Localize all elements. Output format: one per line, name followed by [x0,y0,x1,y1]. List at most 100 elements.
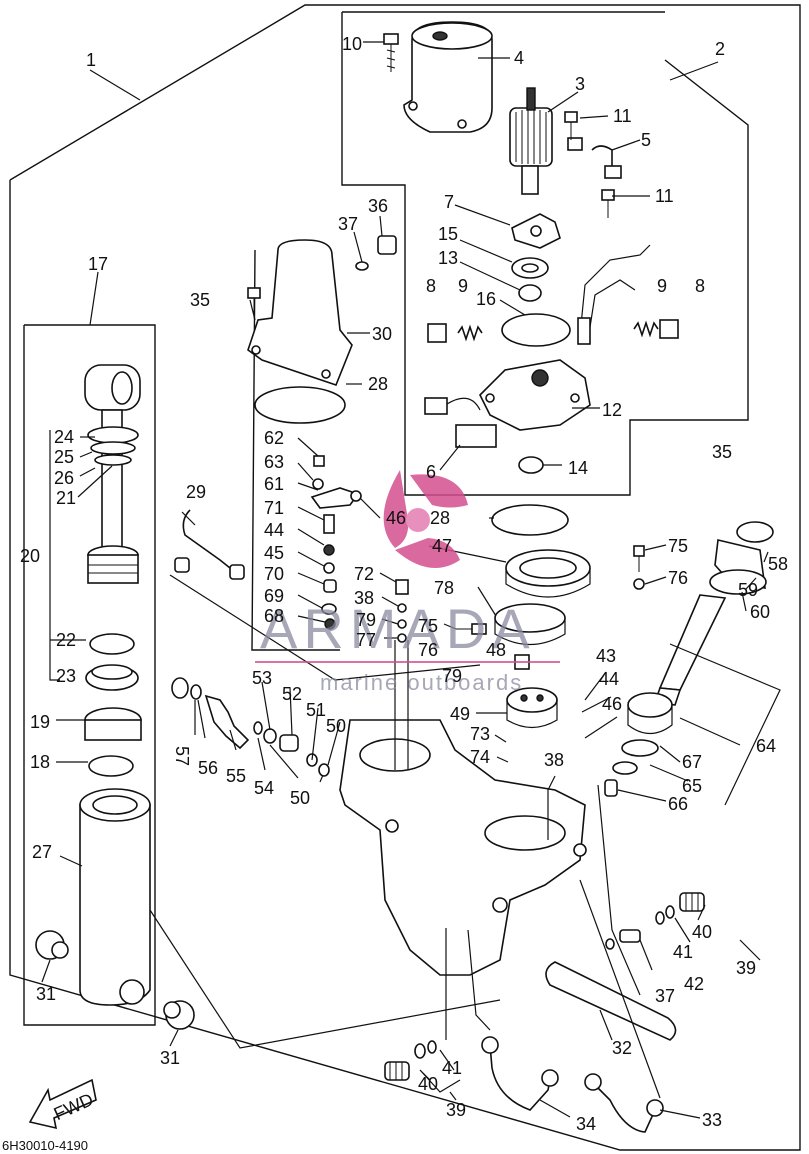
callout-38b: 38 [544,750,564,770]
callout-27: 27 [32,842,52,862]
callout-14: 14 [568,458,588,478]
cap-36 [377,235,397,255]
callout-37b: 37 [655,986,675,1006]
callout-68: 68 [264,606,284,626]
o-ring-28-lower [491,504,569,536]
callout-35a: 35 [190,290,210,310]
callout-40a: 40 [692,922,712,942]
callout-44b: 44 [599,669,619,689]
callout-9b: 9 [657,276,667,296]
valve-42 [605,929,641,950]
callout-70: 70 [264,564,284,584]
callout-65: 65 [682,776,702,796]
screw-75-upper [633,545,645,590]
callout-16: 16 [476,289,496,309]
collar-31-right [163,1000,195,1030]
valve-body-49 [506,687,558,729]
hose-29 [174,509,245,580]
grommet-14 [518,456,544,474]
callout-13: 13 [438,248,458,268]
callout-17: 17 [88,254,108,274]
callout-75b: 75 [418,616,438,636]
trim-parts-58-60 [709,521,774,595]
plug-8-left [427,323,447,343]
armada-watermark: ARMADA marine outboards [255,470,560,695]
callout-39b: 39 [446,1100,466,1120]
callout-71: 71 [264,498,284,518]
callout-21: 21 [56,488,76,508]
callout-numbers: 1 2 3 4 10 11 5 11 7 36 37 15 13 17 8 9 … [20,34,788,1134]
callout-60: 60 [750,602,770,622]
callout-44a: 44 [264,520,284,540]
pipe-34 [481,1036,559,1111]
callout-10: 10 [342,34,362,54]
callout-76b: 76 [418,640,438,660]
callout-18: 18 [30,752,50,772]
callout-19: 19 [30,712,50,732]
callout-57: 57 [172,746,192,766]
callout-59: 59 [738,580,758,600]
valve-plate-61 [310,487,362,509]
brush-plate [511,213,561,249]
trim-seal-parts-65-67 [604,692,673,797]
seal-47 [505,549,591,598]
fitting-39-lower [384,1040,437,1081]
screw-11-upper [564,111,578,140]
callout-56: 56 [198,758,218,778]
callout-74: 74 [470,747,490,767]
inner-frame-outline [251,249,340,651]
seal-parts-18-23 [84,633,142,777]
callout-32: 32 [612,1038,632,1058]
callout-67: 67 [682,752,702,772]
callout-79b: 79 [442,666,462,686]
callout-2: 2 [715,39,725,59]
valve-stack-44-45-68-71 [321,514,337,630]
diagram-code: 6H30010-4190 [2,1138,88,1153]
callout-46a: 46 [386,508,406,528]
callout-46b: 46 [602,694,622,714]
stator-lead-wires [577,244,651,345]
tilt-pipe-32 [545,961,677,1041]
callout-12: 12 [602,400,622,420]
ring-78 [494,603,566,645]
screw-11-lower [601,189,615,218]
reservoir-30 [247,239,353,387]
watermark-tagline: marine outboards [320,670,523,695]
callout-23: 23 [56,666,76,686]
tilt-cylinder-27 [79,788,151,1006]
callout-5: 5 [641,130,651,150]
callout-73: 73 [470,724,490,744]
plug-8-right [659,319,679,339]
callout-63: 63 [264,452,284,472]
callout-50b: 50 [290,788,310,808]
o-ring-16 [501,313,571,347]
callout-41b: 41 [442,1058,462,1078]
callout-38a: 38 [354,588,374,608]
callout-20: 20 [20,546,40,566]
swivel-bracket-housing [339,640,587,976]
callout-22: 22 [56,630,76,650]
callout-54: 54 [254,778,274,798]
callout-6: 6 [426,462,436,482]
motor-housing [403,21,493,133]
callout-3: 3 [575,74,585,94]
armature [509,87,553,195]
screw-75-lower [456,623,487,635]
callout-11a: 11 [613,106,632,126]
assembly-outline-17-cylinder [23,324,156,1026]
callout-69: 69 [264,586,284,606]
pipe-33 [584,1073,664,1133]
callout-55: 55 [226,766,246,786]
spring-9-right [633,320,659,338]
callout-36: 36 [368,196,388,216]
callout-8b: 8 [695,276,705,296]
fwd-arrow: FWD [28,1078,97,1130]
callout-7: 7 [444,192,454,212]
callout-48: 48 [486,640,506,660]
callout-26: 26 [54,468,74,488]
callout-11b: 11 [655,186,674,206]
callout-75a: 75 [668,536,688,556]
leader-lines [41,41,781,1119]
motor-base [479,359,591,431]
